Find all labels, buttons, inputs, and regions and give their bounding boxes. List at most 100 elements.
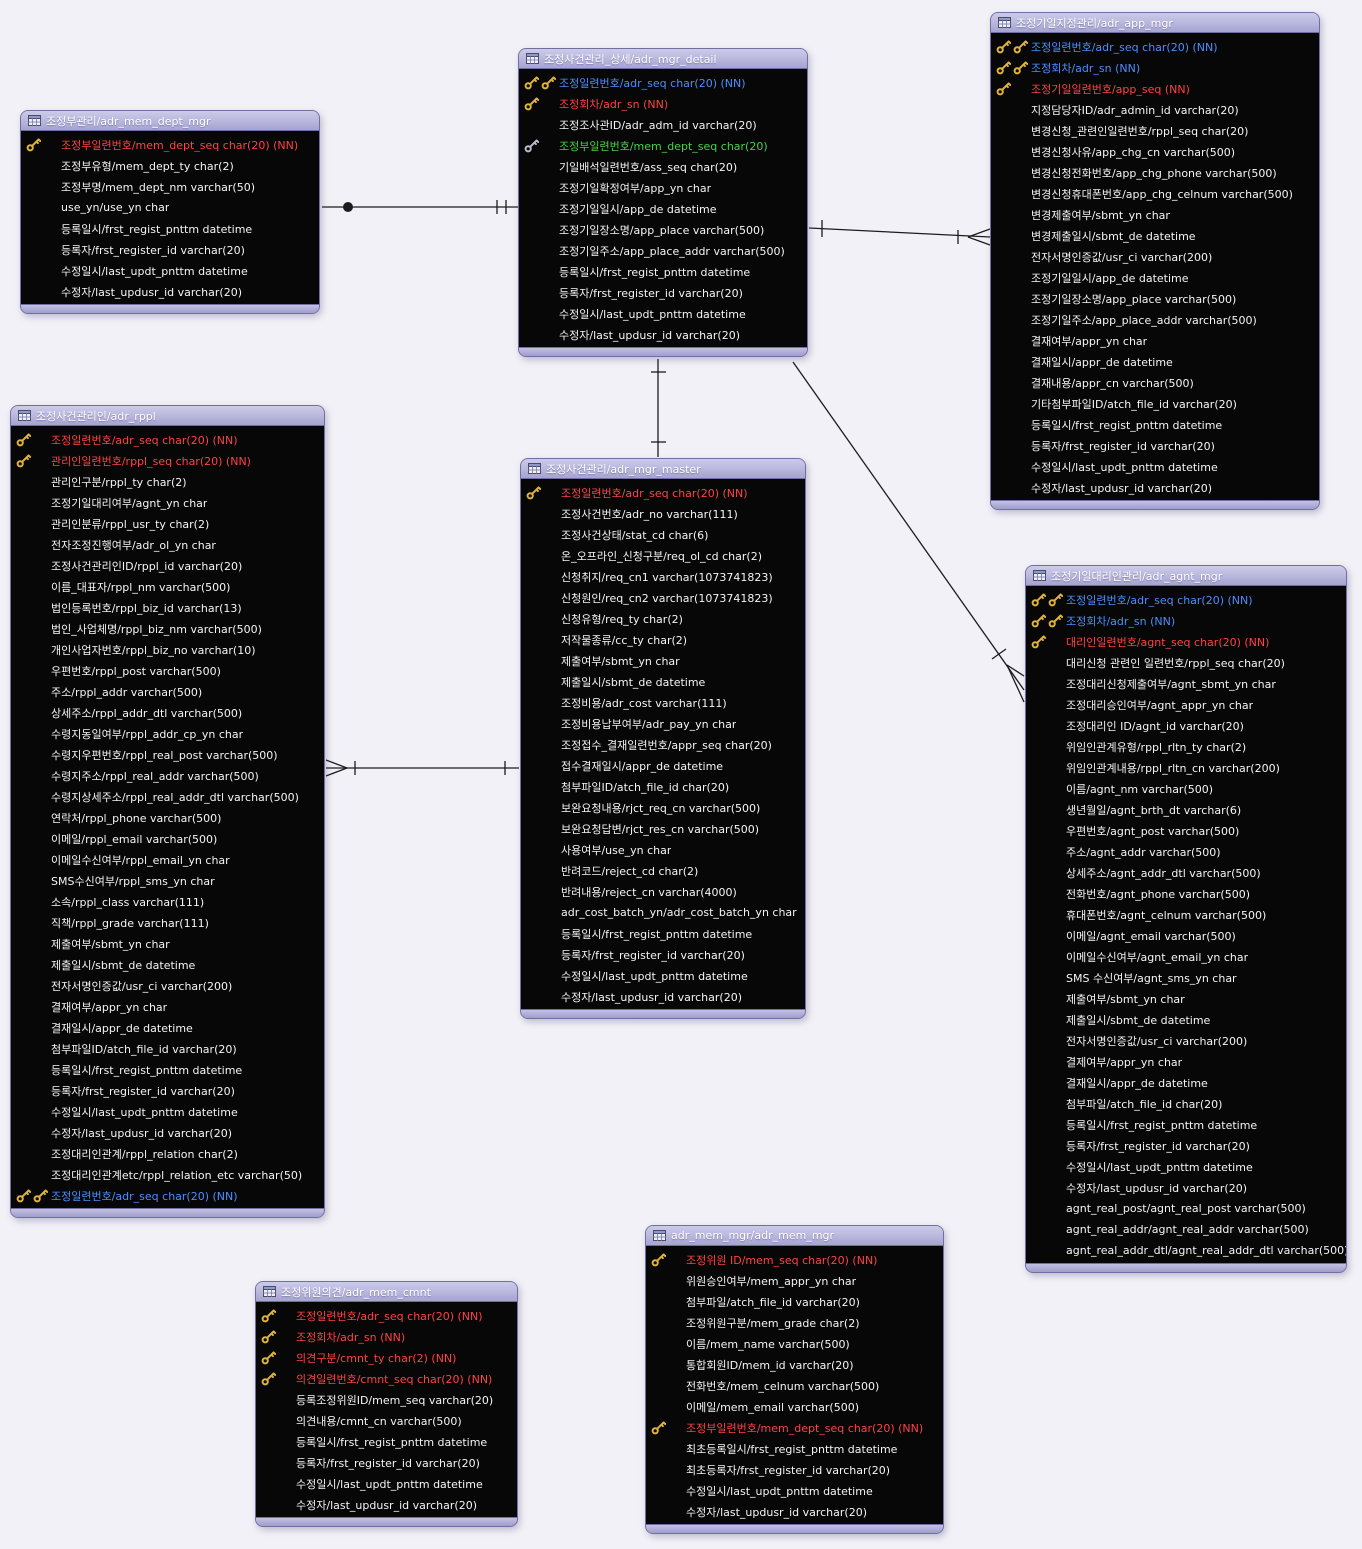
attribute-row[interactable]: 조정회차/adr_sn (NN) xyxy=(1026,610,1346,631)
attribute-row[interactable]: 변경신청_관련인일련번호/rppl_seq char(20) xyxy=(991,120,1319,141)
attribute-row[interactable]: 등록자/frst_register_id varchar(20) xyxy=(991,435,1319,456)
attribute-row[interactable]: 전자서명인증값/usr_ci varchar(200) xyxy=(11,975,324,996)
attribute-row[interactable]: 온_오프라인_신청구분/req_ol_cd char(2) xyxy=(521,545,805,566)
attribute-row[interactable]: 이메일수신여부/agnt_email_yn char xyxy=(1026,946,1346,967)
attribute-row[interactable]: 조정대리인관계etc/rppl_relation_etc varchar(50) xyxy=(11,1164,324,1185)
attribute-row[interactable]: SMS수신여부/rppl_sms_yn char xyxy=(11,870,324,891)
attribute-row[interactable]: 이메일/rppl_email varchar(500) xyxy=(11,828,324,849)
relation-dept-detail[interactable] xyxy=(322,200,518,214)
attribute-row[interactable]: 수정일시/last_updt_pnttm datetime xyxy=(646,1480,943,1501)
attribute-row[interactable]: 등록자/frst_register_id varchar(20) xyxy=(21,239,319,260)
attribute-row[interactable]: 제출일시/sbmt_de datetime xyxy=(1026,1009,1346,1030)
attribute-row[interactable]: 등록자/frst_register_id varchar(20) xyxy=(11,1080,324,1101)
attribute-row[interactable]: 이름_대표자/rppl_nm varchar(500) xyxy=(11,576,324,597)
attribute-row[interactable]: 조정일련번호/adr_seq char(20) (NN) xyxy=(519,72,807,93)
attribute-row[interactable]: 전자서명인증값/usr_ci varchar(200) xyxy=(991,246,1319,267)
attribute-row[interactable]: 이름/agnt_nm varchar(500) xyxy=(1026,778,1346,799)
attribute-row[interactable]: 조정일련번호/adr_seq char(20) (NN) xyxy=(1026,589,1346,610)
attribute-row[interactable]: 수정일시/last_updt_pnttm datetime xyxy=(1026,1156,1346,1177)
attribute-row[interactable]: 조정비용납부여부/adr_pay_yn char xyxy=(521,713,805,734)
attribute-row[interactable]: 상세주소/agnt_addr_dtl varchar(500) xyxy=(1026,862,1346,883)
attribute-row[interactable]: 수정일시/last_updt_pnttm datetime xyxy=(519,303,807,324)
attribute-row[interactable]: 조정기일대리여부/agnt_yn char xyxy=(11,492,324,513)
attribute-row[interactable]: SMS 수신여부/agnt_sms_yn char xyxy=(1026,967,1346,988)
attribute-row[interactable]: 조정사건번호/adr_no varchar(111) xyxy=(521,503,805,524)
attribute-row[interactable]: 조정부일련번호/mem_dept_seq char(20) (NN) xyxy=(21,134,319,155)
attribute-row[interactable]: 등록일시/frst_regist_pnttm datetime xyxy=(1026,1114,1346,1135)
attribute-row[interactable]: 최초등록자/frst_register_id varchar(20) xyxy=(646,1459,943,1480)
relation-detail-agnt[interactable] xyxy=(792,361,1025,703)
attribute-row[interactable]: 이메일/mem_email varchar(500) xyxy=(646,1396,943,1417)
attribute-row[interactable]: 조정위원구분/mem_grade char(2) xyxy=(646,1312,943,1333)
attribute-row[interactable]: 수정자/last_updusr_id varchar(20) xyxy=(521,986,805,1007)
entity-adr_app_mgr[interactable]: 조정기일지정관리/adr_app_mgr 조정일련번호/adr_seq char(… xyxy=(990,12,1320,510)
attribute-row[interactable]: 수령지동일여부/rppl_addr_cp_yn char xyxy=(11,723,324,744)
attribute-row[interactable]: agnt_real_post/agnt_real_post varchar(50… xyxy=(1026,1198,1346,1219)
attribute-row[interactable]: 조정기일주소/app_place_addr varchar(500) xyxy=(991,309,1319,330)
attribute-row[interactable]: 소속/rppl_class varchar(111) xyxy=(11,891,324,912)
entity-header[interactable]: 조정기일지정관리/adr_app_mgr xyxy=(991,13,1319,33)
attribute-row[interactable]: 수령지상세주소/rppl_real_addr_dtl varchar(500) xyxy=(11,786,324,807)
entity-adr_mem_cmnt[interactable]: 조정위원의견/adr_mem_cmnt 조정일련번호/adr_seq char(2… xyxy=(255,1281,518,1527)
attribute-row[interactable]: 이메일/agnt_email varchar(500) xyxy=(1026,925,1346,946)
attribute-row[interactable]: 등록자/frst_register_id varchar(20) xyxy=(1026,1135,1346,1156)
attribute-row[interactable]: 반려내용/reject_cn varchar(4000) xyxy=(521,881,805,902)
attribute-row[interactable]: 첨부파일/atch_file_id char(20) xyxy=(1026,1093,1346,1114)
attribute-row[interactable]: 수정자/last_updusr_id varchar(20) xyxy=(21,281,319,302)
attribute-row[interactable]: 신청취지/req_cn1 varchar(1073741823) xyxy=(521,566,805,587)
attribute-row[interactable]: 수정자/last_updusr_id varchar(20) xyxy=(11,1122,324,1143)
attribute-row[interactable]: 전화번호/agnt_phone varchar(500) xyxy=(1026,883,1346,904)
relation-rppl-master[interactable] xyxy=(325,759,519,777)
attribute-row[interactable]: 첨부파일ID/atch_file_id varchar(20) xyxy=(11,1038,324,1059)
attribute-row[interactable]: 조정조사관ID/adr_adm_id varchar(20) xyxy=(519,114,807,135)
attribute-row[interactable]: 수정일시/last_updt_pnttm datetime xyxy=(256,1473,517,1494)
attribute-row[interactable]: 의견일련번호/cmnt_seq char(20) (NN) xyxy=(256,1368,517,1389)
attribute-row[interactable]: 등록일시/frst_regist_pnttm datetime xyxy=(521,923,805,944)
attribute-row[interactable]: 신청유형/req_ty char(2) xyxy=(521,608,805,629)
attribute-row[interactable]: 결재내용/appr_cn varchar(500) xyxy=(991,372,1319,393)
attribute-row[interactable]: 기타첨부파일ID/atch_file_id varchar(20) xyxy=(991,393,1319,414)
attribute-row[interactable]: 의견구분/cmnt_ty char(2) (NN) xyxy=(256,1347,517,1368)
attribute-row[interactable]: 저작물종류/cc_ty char(2) xyxy=(521,629,805,650)
attribute-row[interactable]: 첨부파일ID/atch_file_id char(20) xyxy=(521,776,805,797)
attribute-row[interactable]: 우편번호/agnt_post varchar(500) xyxy=(1026,820,1346,841)
attribute-row[interactable]: 조정기일확정여부/app_yn char xyxy=(519,177,807,198)
attribute-row[interactable]: 결제여부/appr_yn char xyxy=(1026,1051,1346,1072)
attribute-row[interactable]: 조정회차/adr_sn (NN) xyxy=(256,1326,517,1347)
attribute-row[interactable]: 등록자/frst_register_id varchar(20) xyxy=(256,1452,517,1473)
attribute-row[interactable]: 변경신청전화번호/app_chg_phone varchar(500) xyxy=(991,162,1319,183)
entity-header[interactable]: 조정위원의견/adr_mem_cmnt xyxy=(256,1282,517,1302)
attribute-row[interactable]: 수령지주소/rppl_real_addr varchar(500) xyxy=(11,765,324,786)
attribute-row[interactable]: 조정부유형/mem_dept_ty char(2) xyxy=(21,155,319,176)
attribute-row[interactable]: 위임인관계유형/rppl_rltn_ty char(2) xyxy=(1026,736,1346,757)
entity-adr_agnt_mgr[interactable]: 조정기일대리인관리/adr_agnt_mgr 조정일련번호/adr_seq cha… xyxy=(1025,565,1347,1273)
attribute-row[interactable]: 수정일시/last_updt_pnttm datetime xyxy=(11,1101,324,1122)
attribute-row[interactable]: 조정부일련번호/mem_dept_seq char(20) (NN) xyxy=(646,1417,943,1438)
attribute-row[interactable]: 조정일련번호/adr_seq char(20) (NN) xyxy=(991,36,1319,57)
attribute-row[interactable]: 우편번호/rppl_post varchar(500) xyxy=(11,660,324,681)
attribute-row[interactable]: 생년월일/agnt_brth_dt varchar(6) xyxy=(1026,799,1346,820)
attribute-row[interactable]: 전화번호/mem_celnum varchar(500) xyxy=(646,1375,943,1396)
attribute-row[interactable]: 제출일시/sbmt_de datetime xyxy=(11,954,324,975)
attribute-row[interactable]: 조정일련번호/adr_seq char(20) (NN) xyxy=(256,1305,517,1326)
attribute-row[interactable]: 보완요청내용/rjct_req_cn varchar(500) xyxy=(521,797,805,818)
attribute-row[interactable]: 관리인분류/rppl_usr_ty char(2) xyxy=(11,513,324,534)
attribute-row[interactable]: 휴대폰번호/agnt_celnum varchar(500) xyxy=(1026,904,1346,925)
attribute-row[interactable]: 주소/agnt_addr varchar(500) xyxy=(1026,841,1346,862)
attribute-row[interactable]: agnt_real_addr_dtl/agnt_real_addr_dtl va… xyxy=(1026,1240,1346,1261)
attribute-row[interactable]: 수정일시/last_updt_pnttm datetime xyxy=(521,965,805,986)
entity-header[interactable]: adr_mem_mgr/adr_mem_mgr xyxy=(646,1226,943,1246)
attribute-row[interactable]: 조정회차/adr_sn (NN) xyxy=(991,57,1319,78)
attribute-row[interactable]: 조정사건상태/stat_cd char(6) xyxy=(521,524,805,545)
attribute-row[interactable]: 위원승인여부/mem_appr_yn char xyxy=(646,1270,943,1291)
attribute-row[interactable]: 신청원인/req_cn2 varchar(1073741823) xyxy=(521,587,805,608)
attribute-row[interactable]: 법인_사업체명/rppl_biz_nm varchar(500) xyxy=(11,618,324,639)
entity-header[interactable]: 조정기일대리인관리/adr_agnt_mgr xyxy=(1026,566,1346,586)
attribute-row[interactable]: agnt_real_addr/agnt_real_addr varchar(50… xyxy=(1026,1219,1346,1240)
attribute-row[interactable]: 법인등록번호/rppl_biz_id varchar(13) xyxy=(11,597,324,618)
attribute-row[interactable]: 보완요청답변/rjct_res_cn varchar(500) xyxy=(521,818,805,839)
attribute-row[interactable]: 수정자/last_updusr_id varchar(20) xyxy=(991,477,1319,498)
attribute-row[interactable]: 제출여부/sbmt_yn char xyxy=(521,650,805,671)
